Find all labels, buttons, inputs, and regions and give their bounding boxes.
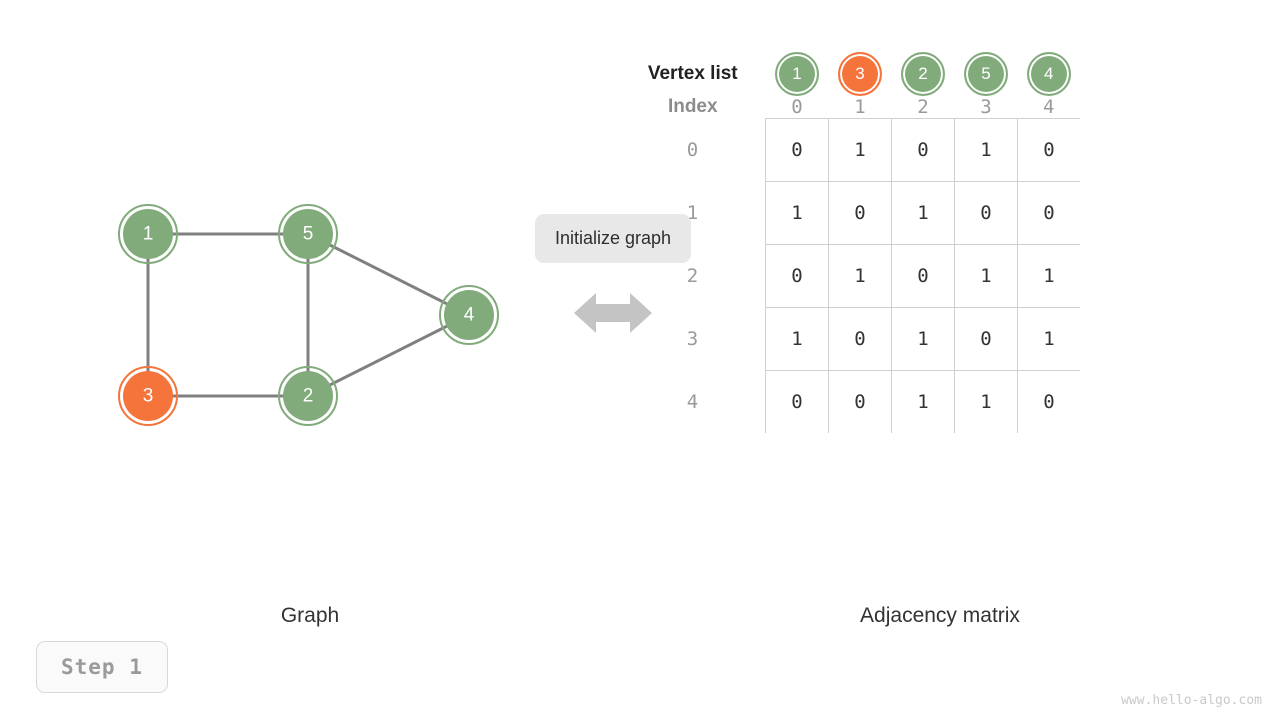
matrix-cell[interactable]: 0 (1017, 370, 1080, 433)
graph-node-4[interactable]: 4 (439, 285, 499, 345)
matrix-row: 4 0 0 1 1 0 (620, 370, 1080, 433)
matrix-cell[interactable]: 1 (891, 181, 955, 245)
vertex-chip[interactable]: 1 (775, 52, 819, 96)
matrix-cell[interactable]: 1 (891, 307, 955, 371)
graph-node-1[interactable]: 1 (118, 204, 178, 264)
matrix-row-label: 4 (686, 390, 699, 413)
index-value: 3 (980, 96, 992, 118)
matrix-cell[interactable]: 1 (765, 181, 829, 245)
matrix-cell[interactable]: 0 (891, 118, 955, 182)
matrix-row: 3 1 0 1 0 1 (620, 307, 1080, 371)
graph-node-label: 3 (143, 386, 154, 407)
matrix-cell[interactable]: 1 (765, 307, 829, 371)
matrix-cell[interactable]: 1 (891, 370, 955, 433)
graph-edge-5-4 (307, 232, 470, 317)
graph-panel: 1 5 4 3 2 (0, 170, 520, 460)
watermark: www.hello-algo.com (1121, 693, 1262, 708)
matrix-row-label: 2 (686, 265, 699, 287)
graph-node-label: 2 (303, 386, 314, 407)
matrix-cell[interactable]: 1 (954, 370, 1018, 433)
vertex-chip-cell[interactable]: 5 (955, 52, 1018, 96)
index-value: 2 (917, 96, 929, 118)
index-row: Index 0 1 2 3 4 (620, 96, 1080, 119)
operation-chip: Initialize graph (534, 214, 692, 263)
vertex-chip[interactable]: 5 (964, 52, 1008, 96)
matrix-cell[interactable]: 1 (954, 244, 1018, 308)
vertex-list-label: Vertex list (647, 63, 738, 84)
transform-block: Initialize graph (517, 214, 709, 337)
double-arrow-horizontal-icon (517, 289, 709, 337)
adjacency-matrix-table: Vertex list 1 3 2 5 4 Index 0 (620, 52, 1080, 433)
matrix-cell[interactable]: 1 (828, 118, 892, 182)
index-value: 4 (1043, 96, 1055, 118)
vertex-chip[interactable]: 2 (901, 52, 945, 96)
matrix-cell[interactable]: 1 (828, 244, 892, 308)
matrix-cell[interactable]: 1 (1017, 307, 1080, 371)
vertex-chip-cell[interactable]: 2 (892, 52, 955, 96)
vertex-chip[interactable]: 4 (1026, 52, 1071, 96)
graph-node-3[interactable]: 3 (118, 366, 178, 426)
matrix-cell[interactable]: 0 (828, 370, 892, 433)
matrix-cell[interactable]: 0 (1017, 118, 1080, 182)
index-value: 1 (854, 96, 866, 118)
index-label: Index (667, 96, 718, 118)
matrix-cell[interactable]: 1 (954, 118, 1018, 182)
matrix-caption: Adjacency matrix (860, 604, 1020, 627)
matrix-cell[interactable]: 0 (954, 307, 1018, 371)
matrix-cell[interactable]: 1 (1017, 244, 1080, 308)
matrix-cell[interactable]: 0 (828, 307, 892, 371)
graph-caption: Graph (280, 604, 340, 627)
graph-node-label: 5 (303, 224, 314, 245)
vertex-list-row: Vertex list 1 3 2 5 4 (620, 52, 1080, 96)
graph-node-5[interactable]: 5 (278, 204, 338, 264)
index-value: 0 (791, 96, 803, 118)
vertex-chip-cell[interactable]: 3 (829, 52, 892, 96)
step-badge: Step 1 (36, 641, 168, 693)
graph-node-label: 4 (464, 305, 475, 326)
matrix-panel: Vertex list 1 3 2 5 4 Index 0 (620, 52, 1080, 433)
matrix-cell[interactable]: 0 (765, 118, 829, 182)
vertex-chip-highlighted[interactable]: 3 (838, 52, 882, 96)
matrix-row: 2 0 1 0 1 1 (620, 244, 1080, 308)
matrix-cell[interactable]: 0 (1017, 181, 1080, 245)
matrix-cell[interactable]: 0 (765, 244, 829, 308)
graph-edges (146, 232, 470, 398)
matrix-row: 0 0 1 0 1 0 (620, 118, 1080, 182)
matrix-cell[interactable]: 0 (828, 181, 892, 245)
matrix-row-label: 0 (686, 139, 699, 161)
matrix-row-label: 3 (686, 328, 699, 350)
vertex-chip-cell[interactable]: 4 (1018, 52, 1081, 96)
graph-node-label: 1 (143, 224, 154, 245)
matrix-cell[interactable]: 0 (765, 370, 829, 433)
vertex-chip-cell[interactable]: 1 (766, 52, 829, 96)
matrix-row: 1 1 0 1 0 0 (620, 181, 1080, 245)
graph-diagram: 1 5 4 3 2 (118, 204, 499, 426)
matrix-row-label: 1 (686, 202, 699, 224)
matrix-cell[interactable]: 0 (891, 244, 955, 308)
graph-edge-2-4 (307, 313, 470, 398)
matrix-cell[interactable]: 0 (954, 181, 1018, 245)
graph-node-2[interactable]: 2 (278, 366, 338, 426)
